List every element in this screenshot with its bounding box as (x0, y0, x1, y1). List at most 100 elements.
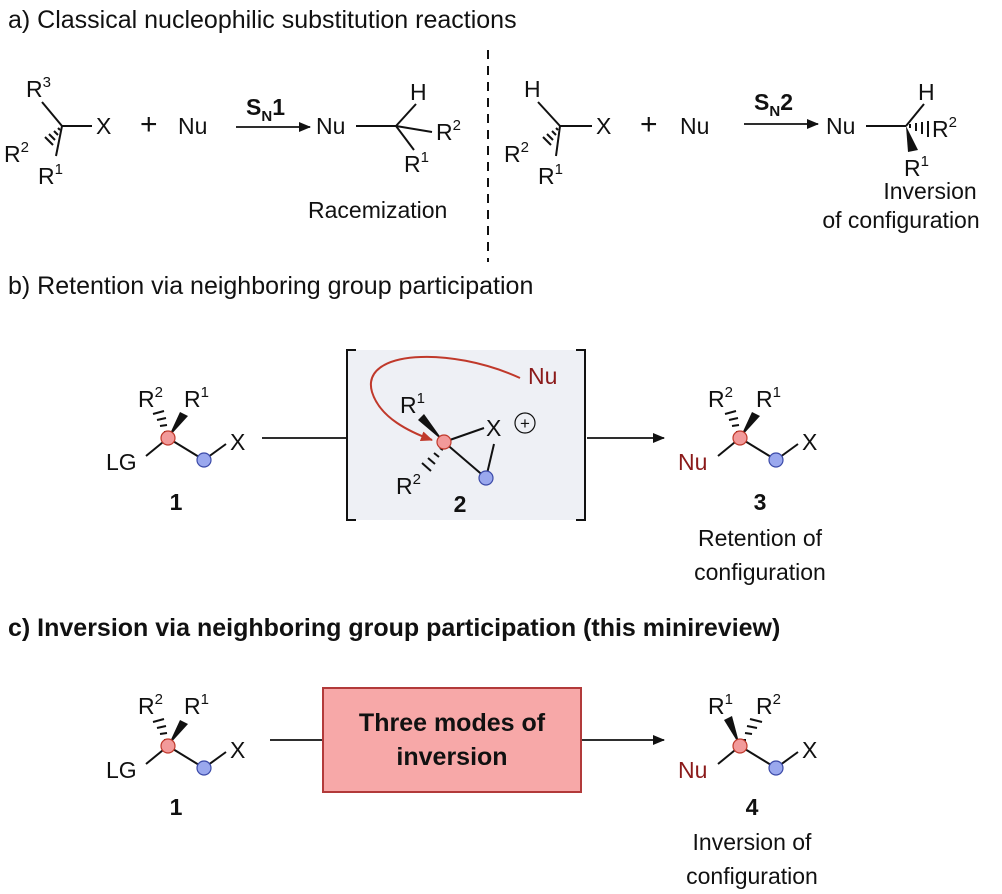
neighbor-atom-dot (768, 760, 784, 776)
atom-r1: R1 (404, 149, 429, 177)
atom-x: X (802, 737, 817, 763)
atom-r1: R1 (184, 384, 209, 412)
atom-x: X (486, 415, 501, 441)
neighbor-atom-dot (768, 452, 784, 468)
stereocenter-dot (732, 738, 748, 754)
sn2-product: Nu H R2 R1 (826, 79, 957, 181)
compound-label-1c: 1 (170, 794, 183, 820)
solid-wedge (168, 412, 188, 438)
neighbor-atom-dot (196, 760, 212, 776)
plus-sign: + (640, 108, 658, 141)
bond (395, 125, 433, 133)
solid-wedge (740, 412, 760, 438)
three-modes-line2: inversion (396, 743, 507, 771)
header-c: c) Inversion via neighboring group parti… (8, 614, 780, 642)
plus-sign: + (140, 108, 158, 141)
atom-r1: R1 (708, 691, 733, 719)
solid-wedge (724, 716, 740, 746)
nucleophile: Nu (680, 113, 709, 139)
header-a: a) Classical nucleophilic substitution r… (8, 6, 517, 34)
header-b: b) Retention via neighboring group parti… (8, 272, 533, 300)
atom-lg: LG (106, 757, 137, 783)
atom-x: X (230, 429, 245, 455)
left-bracket (346, 349, 356, 521)
sn1-substrate: R3 X R2 R1 (4, 74, 111, 189)
retention-label-line2: configuration (694, 559, 826, 585)
atom-r1: R1 (538, 161, 563, 189)
bond (395, 125, 415, 151)
retention-label-line1: Retention of (698, 525, 823, 551)
atom-x: X (230, 737, 245, 763)
nucleophile: Nu (178, 113, 207, 139)
atom-x: X (802, 429, 817, 455)
sn2-substrate: H X R2 R1 (504, 76, 611, 189)
hashed-wedge (542, 127, 559, 146)
atom-x: X (596, 113, 611, 139)
atom-r2: R2 (436, 117, 461, 145)
hashed-wedge (909, 121, 929, 137)
hashed-wedge (724, 410, 740, 433)
atom-x: X (96, 113, 111, 139)
cation-charge-circle (514, 412, 536, 434)
three-modes-line1: Three modes of (359, 709, 546, 737)
neighbor-atom-dot (478, 470, 494, 486)
compound-1-c: R2 R1 LG X (106, 691, 245, 783)
atom-r2: R2 (932, 114, 957, 142)
bond (395, 103, 417, 127)
atom-r2: R2 (138, 384, 163, 412)
compound-1-b: R2 R1 LG X (106, 384, 245, 475)
atom-r1: R1 (756, 384, 781, 412)
stereocenter-dot (436, 434, 452, 450)
compound-label-4: 4 (746, 794, 759, 820)
bond (555, 125, 561, 157)
atom-nu: Nu (316, 113, 345, 139)
right-bracket (576, 349, 586, 521)
atom-r2: R2 (138, 691, 163, 719)
atom-r2: R2 (4, 139, 29, 167)
atom-nu: Nu (678, 449, 707, 475)
solid-wedge (418, 414, 444, 442)
atom-r1: R1 (904, 153, 929, 181)
inversion-c-line1: Inversion of (693, 829, 813, 855)
sn1-label: SN1 (246, 94, 285, 125)
solid-wedge (168, 720, 188, 746)
atom-r2: R2 (396, 471, 421, 499)
atom-nu: Nu (826, 113, 855, 139)
atom-h: H (410, 79, 427, 105)
atom-r2: R2 (504, 139, 529, 167)
bond (55, 125, 63, 157)
hashed-wedge (44, 127, 61, 146)
atom-r2: R2 (708, 384, 733, 412)
inversion-label-line2: of configuration (822, 207, 979, 233)
neighbor-atom-dot (196, 452, 212, 468)
hashed-wedge (152, 410, 168, 433)
three-modes-box (322, 687, 582, 793)
atom-r1: R1 (38, 161, 63, 189)
atom-nu: Nu (528, 363, 557, 389)
attack-arrow (369, 355, 521, 441)
hashed-wedge (152, 718, 168, 741)
atom-r3: R3 (26, 74, 51, 102)
atom-r1: R1 (400, 390, 425, 418)
inversion-c-line2: configuration (686, 863, 818, 889)
sn1-product: Nu H R2 R1 (316, 79, 461, 177)
intermediate-2: Nu R1 R2 X + (369, 355, 557, 499)
sn2-label: SN2 (754, 89, 793, 120)
atom-lg: LG (106, 449, 137, 475)
compound-label-1b: 1 (170, 489, 183, 515)
bond (41, 101, 63, 127)
atom-nu: Nu (678, 757, 707, 783)
stereocenter-dot (160, 430, 176, 446)
atom-r2: R2 (756, 691, 781, 719)
stereocenter-dot (160, 738, 176, 754)
compound-label-2: 2 (454, 491, 467, 517)
atom-h: H (524, 76, 541, 102)
stereocenter-dot (732, 430, 748, 446)
bond (443, 441, 487, 479)
compound-4: R1 R2 Nu X (678, 691, 817, 783)
racemization-label: Racemization (308, 197, 447, 223)
solid-wedge (906, 126, 918, 152)
hashed-wedge (742, 718, 763, 741)
compound-3: R2 R1 Nu X (678, 384, 817, 475)
